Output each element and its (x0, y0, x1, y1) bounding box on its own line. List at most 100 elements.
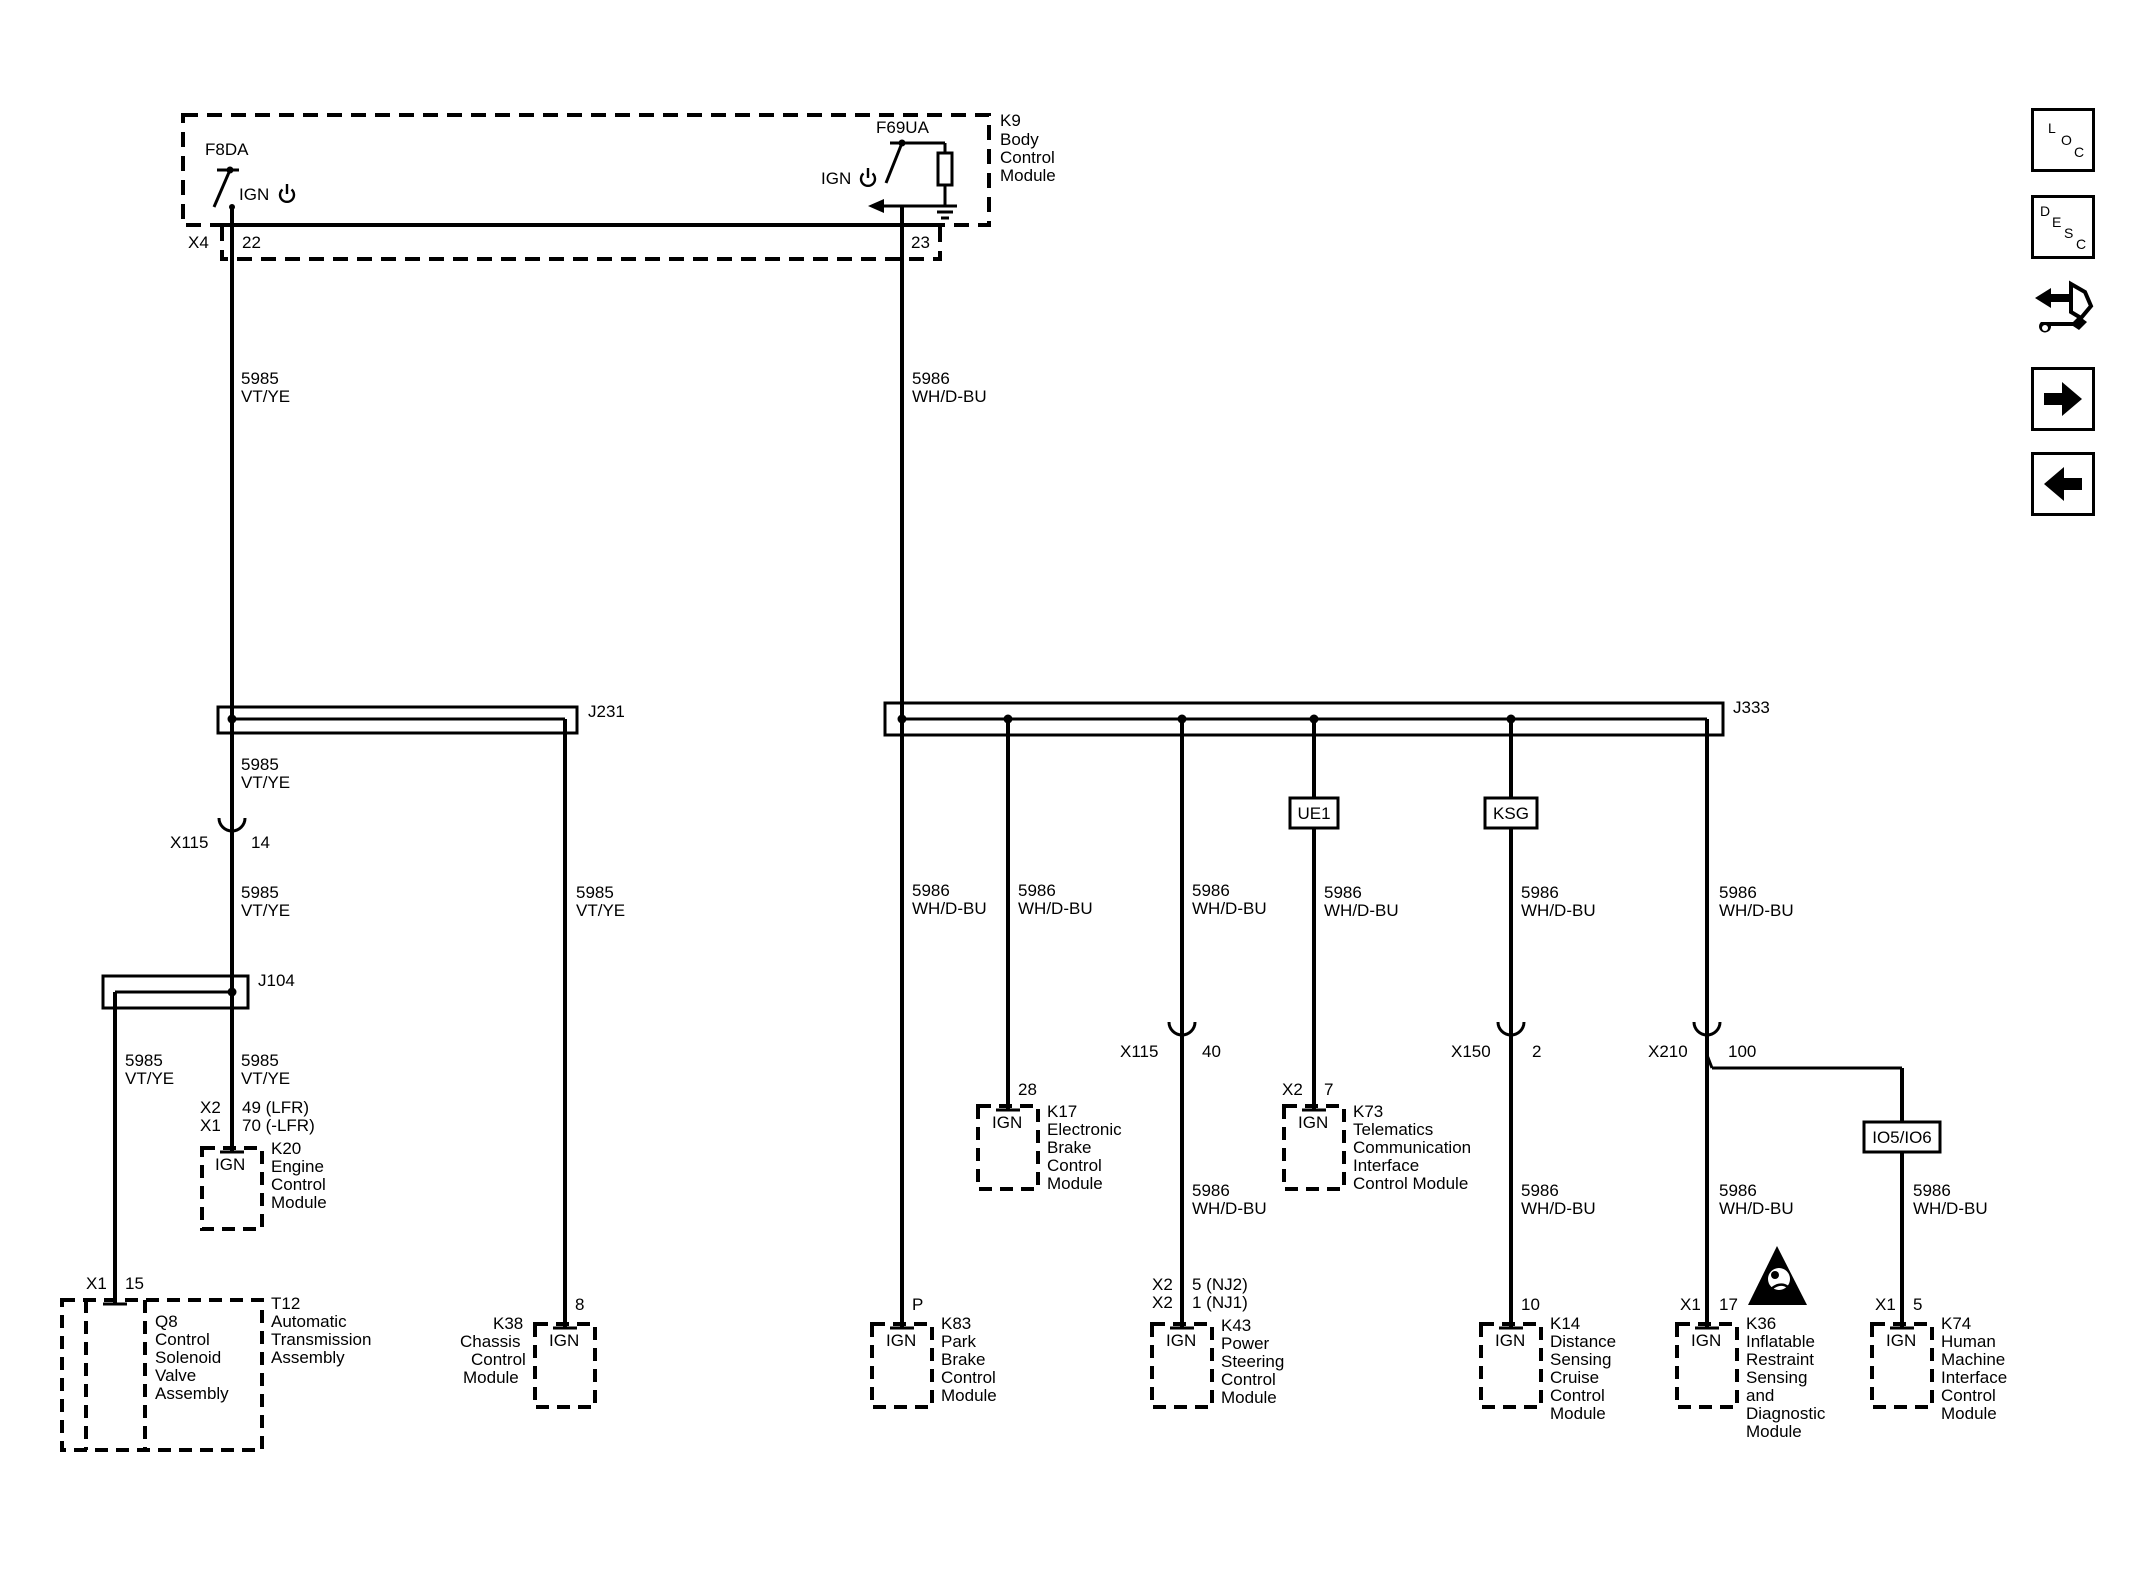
k74-ign-label: IGN (1886, 1331, 1916, 1350)
k9-label-3: Module (1000, 166, 1056, 185)
f69ua-ignition-switch: F69UA IGN (821, 118, 957, 220)
k14-ign-label: IGN (1495, 1331, 1525, 1350)
k17-electronic-brake-control-module: 28 IGN K17 Electronic Brake Control Modu… (976, 1080, 1122, 1193)
k14-id: K14 (1550, 1314, 1580, 1333)
desc-button[interactable]: D E S C (2031, 195, 2095, 259)
k43-label-3: Control (1221, 1370, 1276, 1389)
k38-ign-label: IGN (549, 1331, 579, 1350)
k43-pin-5: 5 (NJ2) (1192, 1275, 1248, 1294)
t12-x1-label: X1 (86, 1274, 107, 1293)
k74-label-4: Control (1941, 1386, 1996, 1405)
x4-label: X4 (188, 233, 209, 252)
wire-5985-color-3: VT/YE (241, 901, 290, 920)
k20-id: K20 (271, 1139, 301, 1158)
x115-label-a: X115 (170, 833, 208, 852)
loc-letter-o: O (2061, 132, 2072, 148)
k17-label-1: Electronic (1047, 1120, 1122, 1139)
q8-label-3: Valve (155, 1366, 196, 1385)
k9-label-2: Control (1000, 148, 1055, 167)
k38-chassis-control-module: 8 IGN K38 Chassis Control Module (460, 1295, 597, 1409)
k74-pin-5: 5 (1913, 1295, 1922, 1314)
k43-label-2: Steering (1221, 1352, 1284, 1371)
j104-label: J104 (258, 971, 295, 990)
k83-label-4: Module (941, 1386, 997, 1405)
t12-label-3: Assembly (271, 1348, 345, 1367)
wire-5985-color-5: VT/YE (125, 1069, 174, 1088)
k36-label-4: and (1746, 1386, 1774, 1405)
connector-wrench-button[interactable] (2031, 278, 2095, 342)
k14-pin-10: 10 (1521, 1295, 1540, 1314)
k36-label-1: Inflatable (1746, 1332, 1815, 1351)
j333-label: J333 (1733, 698, 1770, 717)
desc-letter-d: D (2040, 203, 2051, 219)
k74-human-machine-interface-module: X1 5 IGN K74 Human Machine Interface Con… (1870, 1295, 2007, 1423)
f8da-power-icon (278, 182, 296, 204)
k14-label-2: Sensing (1550, 1350, 1611, 1369)
wire-5986-label-k36: 5986 (1719, 1181, 1757, 1200)
k36-pin-17: 17 (1719, 1295, 1738, 1314)
k74-label-5: Module (1941, 1404, 1997, 1423)
k83-id: K83 (941, 1314, 971, 1333)
wire-5986-color-k17: WH/D-BU (1018, 899, 1093, 918)
k83-label-2: Brake (941, 1350, 985, 1369)
loc-button[interactable]: L O C (2031, 108, 2095, 172)
x4-pin-23: 23 (911, 233, 930, 252)
q8-label-4: Assembly (155, 1384, 229, 1403)
loc-letter-l: L (2048, 120, 2056, 136)
circuit-5986: 5986 WH/D-BU J333 5986 WH/D-BU 5986 WH/D… (883, 206, 1988, 1328)
wire-5985-label-1: 5985 (241, 369, 279, 388)
k20-label-1: Engine (271, 1157, 324, 1176)
wire-5986-label-k43a: 5986 (1192, 881, 1230, 900)
k73-x2-label: X2 (1282, 1080, 1303, 1099)
wire-5986-label-k14a: 5986 (1521, 883, 1559, 902)
q8-label-2: Solenoid (155, 1348, 221, 1367)
k74-x1-label: X1 (1875, 1295, 1896, 1314)
k14-label-3: Cruise (1550, 1368, 1599, 1387)
wire-5986-label-k74: 5986 (1913, 1181, 1951, 1200)
k17-label-2: Brake (1047, 1138, 1091, 1157)
k9-body-control-module: K9 Body Control Module F8DA IGN F69UA (181, 111, 1056, 261)
loc-letter-c: C (2074, 144, 2085, 160)
k36-id: K36 (1746, 1314, 1776, 1333)
x150-pin-2: 2 (1532, 1042, 1541, 1061)
x210-label: X210 (1648, 1042, 1688, 1061)
k73-label-4: Control Module (1353, 1174, 1468, 1193)
airbag-warning-icon (1748, 1246, 1807, 1305)
k43-ign-label: IGN (1166, 1331, 1196, 1350)
desc-letter-s: S (2064, 225, 2074, 241)
k9-id: K9 (1000, 111, 1021, 130)
wire-5986-color-k73: WH/D-BU (1324, 901, 1399, 920)
k73-label-1: Telematics (1353, 1120, 1433, 1139)
x115-label-b: X115 (1120, 1042, 1158, 1061)
k20-label-3: Module (271, 1193, 327, 1212)
t12-automatic-transmission-assembly: X1 15 Q8 Control Solenoid Valve Assembly… (60, 1274, 371, 1452)
k36-x1-label: X1 (1680, 1295, 1701, 1314)
f8da-ignition-switch: F8DA IGN (205, 140, 296, 210)
k38-pin-8: 8 (575, 1295, 584, 1314)
t12-label-1: Automatic (271, 1312, 347, 1331)
f8da-ign-label: IGN (239, 185, 269, 204)
k43-x2-label-b: X2 (1152, 1293, 1173, 1312)
t12-pin-15: 15 (125, 1274, 144, 1293)
connector-wrench-icon (2035, 280, 2094, 333)
wire-5985-label-5: 5985 (125, 1051, 163, 1070)
f69ua-ign-label: IGN (821, 169, 851, 188)
k43-label-4: Module (1221, 1388, 1277, 1407)
k74-id: K74 (1941, 1314, 1971, 1333)
wire-5985-color-6: VT/YE (576, 901, 625, 920)
k83-label-1: Park (941, 1332, 976, 1351)
wire-5985-color-2: VT/YE (241, 773, 290, 792)
wire-5985-label-4: 5985 (241, 1051, 279, 1070)
wire-5986-color-k74: WH/D-BU (1913, 1199, 1988, 1218)
k17-label-3: Control (1047, 1156, 1102, 1175)
k17-ign-label: IGN (992, 1113, 1022, 1132)
next-page-button[interactable] (2031, 367, 2095, 431)
k43-id: K43 (1221, 1316, 1251, 1335)
k20-ign-label: IGN (215, 1155, 245, 1174)
k73-label-3: Interface (1353, 1156, 1419, 1175)
k36-label-2: Restraint (1746, 1350, 1814, 1369)
t12-label-2: Transmission (271, 1330, 371, 1349)
k83-park-brake-control-module: P IGN K83 Park Brake Control Module (870, 1295, 997, 1409)
previous-page-button[interactable] (2031, 452, 2095, 516)
f8da-label: F8DA (205, 140, 249, 159)
